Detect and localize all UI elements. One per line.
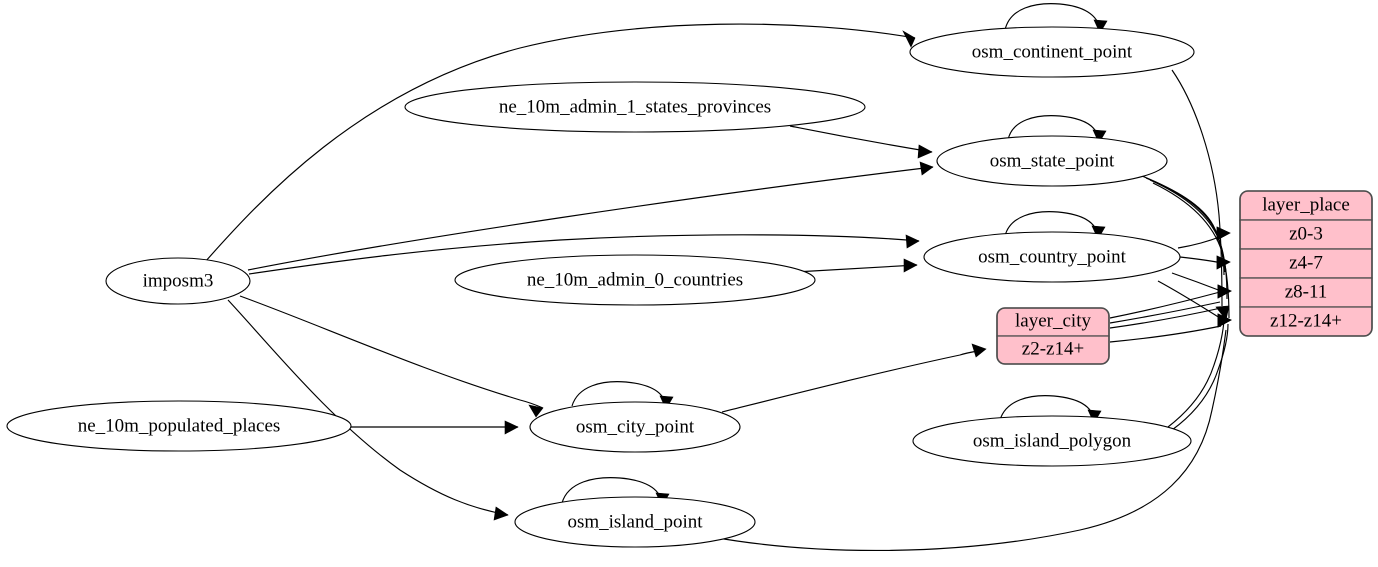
record-row-layer_city-z2-z14[interactable]: z2-z14+ [1022, 338, 1084, 359]
node-imposm3[interactable]: imposm3 [105, 257, 251, 305]
node-layer: imposm3 ne_10m_populated_places ne_10m_a… [6, 26, 1195, 548]
record-row-layer_place-z8-11[interactable]: z8-11 [1285, 281, 1328, 302]
node-label-osm_island_point: osm_island_point [567, 511, 703, 532]
record-title-layer_place: layer_place [1262, 194, 1350, 215]
node-osm_state_point[interactable]: osm_state_point [936, 135, 1168, 187]
node-osm_city_point[interactable]: osm_city_point [529, 401, 741, 453]
node-osm_continent_point[interactable]: osm_continent_point [909, 26, 1195, 78]
edge-imposm3-to-osm_continent_point [204, 23, 916, 263]
edge-ne_10m_populated_places-to-osm_city_point [351, 420, 519, 435]
node-label-osm_continent_point: osm_continent_point [972, 41, 1133, 62]
edge-osm_island_point-to-layer_place [711, 313, 1232, 552]
edge-imposm3-to-osm_city_point [239, 295, 544, 418]
node-osm_island_point[interactable]: osm_island_point [514, 496, 756, 548]
edge-imposm3-to-osm_state_point [247, 161, 934, 271]
self-loop-osm_country_point [1004, 211, 1106, 240]
node-label-osm_city_point: osm_city_point [576, 416, 695, 437]
node-osm_island_polygon[interactable]: osm_island_polygon [912, 415, 1192, 467]
edge-osm_continent_point-to-layer_place [1171, 69, 1230, 321]
edge-ne_10m_admin_1_states_provinces-to-osm_state_point [789, 125, 933, 159]
node-label-ne_10m_populated_places: ne_10m_populated_places [78, 415, 281, 436]
record-node-layer_place[interactable]: layer_place z0-3 z4-7 z8-11 z12-z14+ [1239, 190, 1373, 337]
self-loop-osm_state_point [1007, 115, 1107, 144]
edge-ne_10m_admin_0_countries-to-osm_country_point [794, 258, 918, 273]
record-node-layer_city[interactable]: layer_city z2-z14+ [996, 307, 1110, 365]
node-label-ne_10m_admin_0_countries: ne_10m_admin_0_countries [527, 269, 743, 290]
record-row-layer_place-z0-3[interactable]: z0-3 [1289, 223, 1323, 244]
edge-osm_city_point-to-layer_city [721, 343, 987, 413]
record-row-layer_place-z4-7[interactable]: z4-7 [1289, 252, 1323, 273]
node-label-imposm3: imposm3 [143, 270, 214, 291]
node-ne_10m_admin_0_countries[interactable]: ne_10m_admin_0_countries [454, 254, 816, 306]
record-title-layer_city: layer_city [1015, 310, 1091, 331]
node-label-osm_country_point: osm_country_point [978, 246, 1126, 267]
self-loop-osm_continent_point [1004, 3, 1108, 34]
node-ne_10m_populated_places[interactable]: ne_10m_populated_places [6, 400, 352, 452]
node-osm_country_point[interactable]: osm_country_point [923, 231, 1181, 283]
node-label-osm_state_point: osm_state_point [990, 150, 1115, 171]
record-row-layer_place-z12-z14[interactable]: z12-z14+ [1270, 310, 1342, 331]
edge-imposm3-to-osm_country_point [248, 234, 920, 275]
edge-layer [204, 3, 1232, 552]
node-label-ne_10m_admin_1_states_provinces: ne_10m_admin_1_states_provinces [499, 96, 771, 117]
node-label-osm_island_polygon: osm_island_polygon [973, 430, 1132, 451]
edge-imposm3-to-osm_island_point [227, 299, 509, 521]
node-ne_10m_admin_1_states_provinces[interactable]: ne_10m_admin_1_states_provinces [404, 81, 866, 133]
